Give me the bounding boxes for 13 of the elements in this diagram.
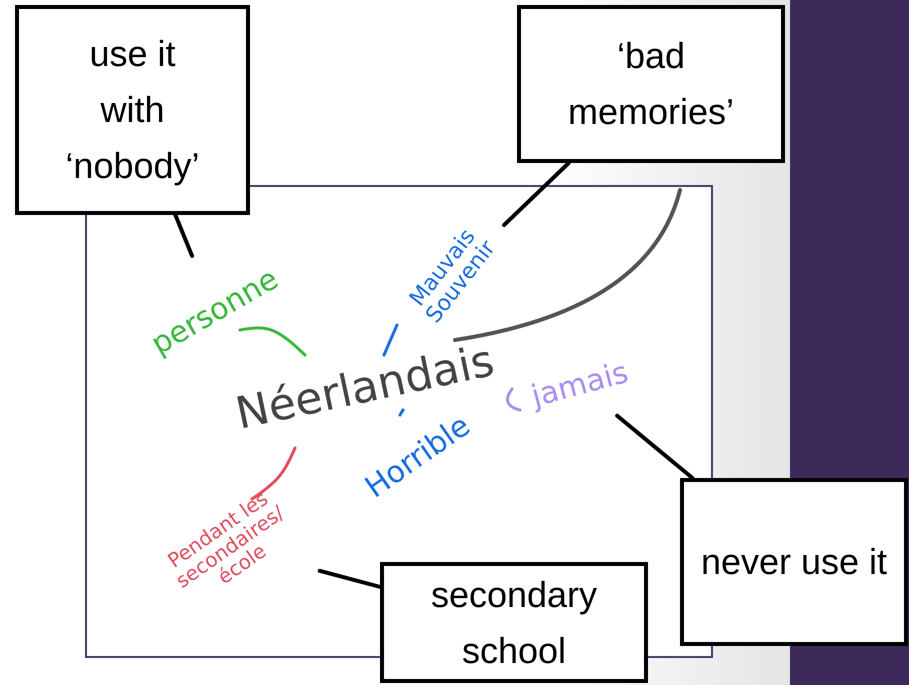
- callout-box: ‘bad memories’: [517, 5, 785, 163]
- mind-map-stroke: [250, 446, 296, 500]
- callout-box: never use it: [680, 478, 908, 646]
- leader-line: [502, 161, 571, 228]
- mind-map-stroke: [398, 408, 404, 416]
- leader-line: [615, 414, 694, 480]
- callout-box: secondary school: [380, 562, 648, 683]
- handwritten-word: jamais: [518, 354, 642, 416]
- mind-map-stroke: [238, 326, 306, 356]
- leader-line: [173, 213, 194, 258]
- leader-line: [318, 568, 382, 589]
- callout-box: use it with ‘nobody’: [15, 5, 250, 215]
- mind-map-stroke: [382, 324, 398, 356]
